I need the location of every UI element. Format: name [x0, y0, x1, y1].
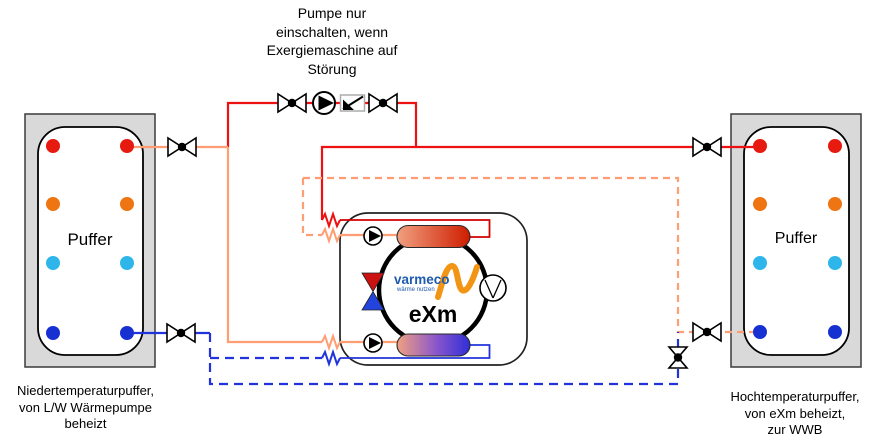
pipe-warm-condenser-feed-dashed: [301, 178, 322, 237]
valve-dot: [673, 353, 683, 362]
port-warm: [120, 197, 134, 211]
buffer-tank-left: [24, 113, 156, 368]
tank-vessel: [743, 126, 850, 356]
port-warm: [828, 197, 842, 211]
port-cool: [828, 256, 842, 270]
compensator-warm-bottom: [321, 332, 341, 352]
compressor-icon: [479, 274, 507, 302]
check-valve-seat: [343, 99, 354, 110]
port-cold: [46, 326, 60, 340]
exm-model-label: eXm: [408, 301, 458, 327]
port-cool: [120, 256, 134, 270]
buffer-tank-right: [730, 113, 862, 368]
varmeco-logo-text: varmeco: [394, 272, 450, 287]
valve-dot: [378, 98, 388, 108]
right-tank-label: Puffer: [774, 230, 818, 247]
valve-bypass-right: [368, 92, 398, 114]
pipe-hot-main: [320, 145, 754, 220]
port-warm: [46, 197, 60, 211]
exm-machine-housing: [339, 212, 528, 366]
left-tank-caption: Niedertemperaturpuffer, von L/W Wärmepum…: [16, 383, 155, 431]
pipe-hot-condenser-loop: [340, 219, 491, 238]
pump-rotor: [369, 230, 381, 242]
valve-dot: [287, 98, 297, 108]
varmeco-wave-icon: [435, 262, 480, 300]
pipe-warm-evaporator-feed: [226, 147, 322, 344]
pump-rotor: [369, 337, 381, 349]
valve-wing: [290, 92, 307, 114]
compensator-hot: [321, 210, 341, 230]
port-cold: [120, 326, 134, 340]
valve-dot: [176, 328, 186, 338]
right-tank-caption: Hochtemperaturpuffer, von eXm beheizt, z…: [730, 389, 860, 437]
port-hot: [828, 139, 842, 153]
port-cold: [828, 325, 842, 339]
tank-ports-right: [753, 139, 842, 339]
expansion-valve-hot-triangle: [361, 272, 385, 293]
port-hot: [120, 139, 134, 153]
varmeco-logo-slogan: wärme nutzen: [397, 287, 435, 293]
valve-wing: [705, 136, 722, 158]
valve-cold-left-bottom: [166, 322, 196, 344]
valve-wing: [179, 322, 196, 344]
expansion-valve: [361, 272, 385, 311]
tank-vessel: [37, 126, 144, 356]
valve-wing: [166, 322, 183, 344]
condenser-bar: [396, 224, 471, 249]
valve-wing: [277, 92, 294, 114]
pipe-cold-evaporator-loop: [340, 344, 491, 359]
expansion-valve-cold-triangle: [361, 290, 385, 311]
valve-wing: [705, 321, 722, 343]
port-hot: [46, 139, 60, 153]
port-cool: [753, 256, 767, 270]
valve-wing: [381, 92, 398, 114]
port-cool: [46, 256, 60, 270]
compressor-vanes: [484, 279, 502, 299]
bypass-pump-note: Pumpe nur einschalten, wenn Exergiemasch…: [266, 5, 398, 77]
evaporator-bar: [396, 333, 471, 357]
valve-wing: [368, 92, 385, 114]
valve-warm-right-bottom: [692, 321, 722, 343]
port-hot: [753, 139, 767, 153]
left-tank-label: Puffer: [67, 230, 113, 249]
valve-wing: [667, 346, 689, 359]
valve-dot: [177, 142, 187, 152]
valve-hot-right-top: [692, 136, 722, 158]
valve-wing: [667, 356, 689, 369]
pump-rotor: [318, 95, 334, 111]
tank-ports-left: [46, 139, 134, 340]
valve-bypass-left: [277, 92, 307, 114]
bypass-pump: [312, 91, 336, 115]
valve-wing: [167, 136, 184, 158]
circulation-pump-evaporator: [363, 333, 383, 353]
circulation-pump-condenser: [363, 226, 383, 246]
compensator-warm-top: [321, 225, 341, 245]
valve-crossover-vertical: [667, 346, 689, 369]
valve-wing: [692, 136, 709, 158]
valve-dot: [702, 327, 712, 337]
valve-wing: [180, 136, 197, 158]
valve-wing: [692, 321, 709, 343]
compensator-cold: [321, 348, 341, 368]
valve-warm-left-top: [167, 136, 197, 158]
port-warm: [753, 197, 767, 211]
port-cold: [753, 325, 767, 339]
check-valve: [339, 94, 366, 112]
valve-dot: [702, 142, 712, 152]
compressor-body: [479, 274, 507, 302]
